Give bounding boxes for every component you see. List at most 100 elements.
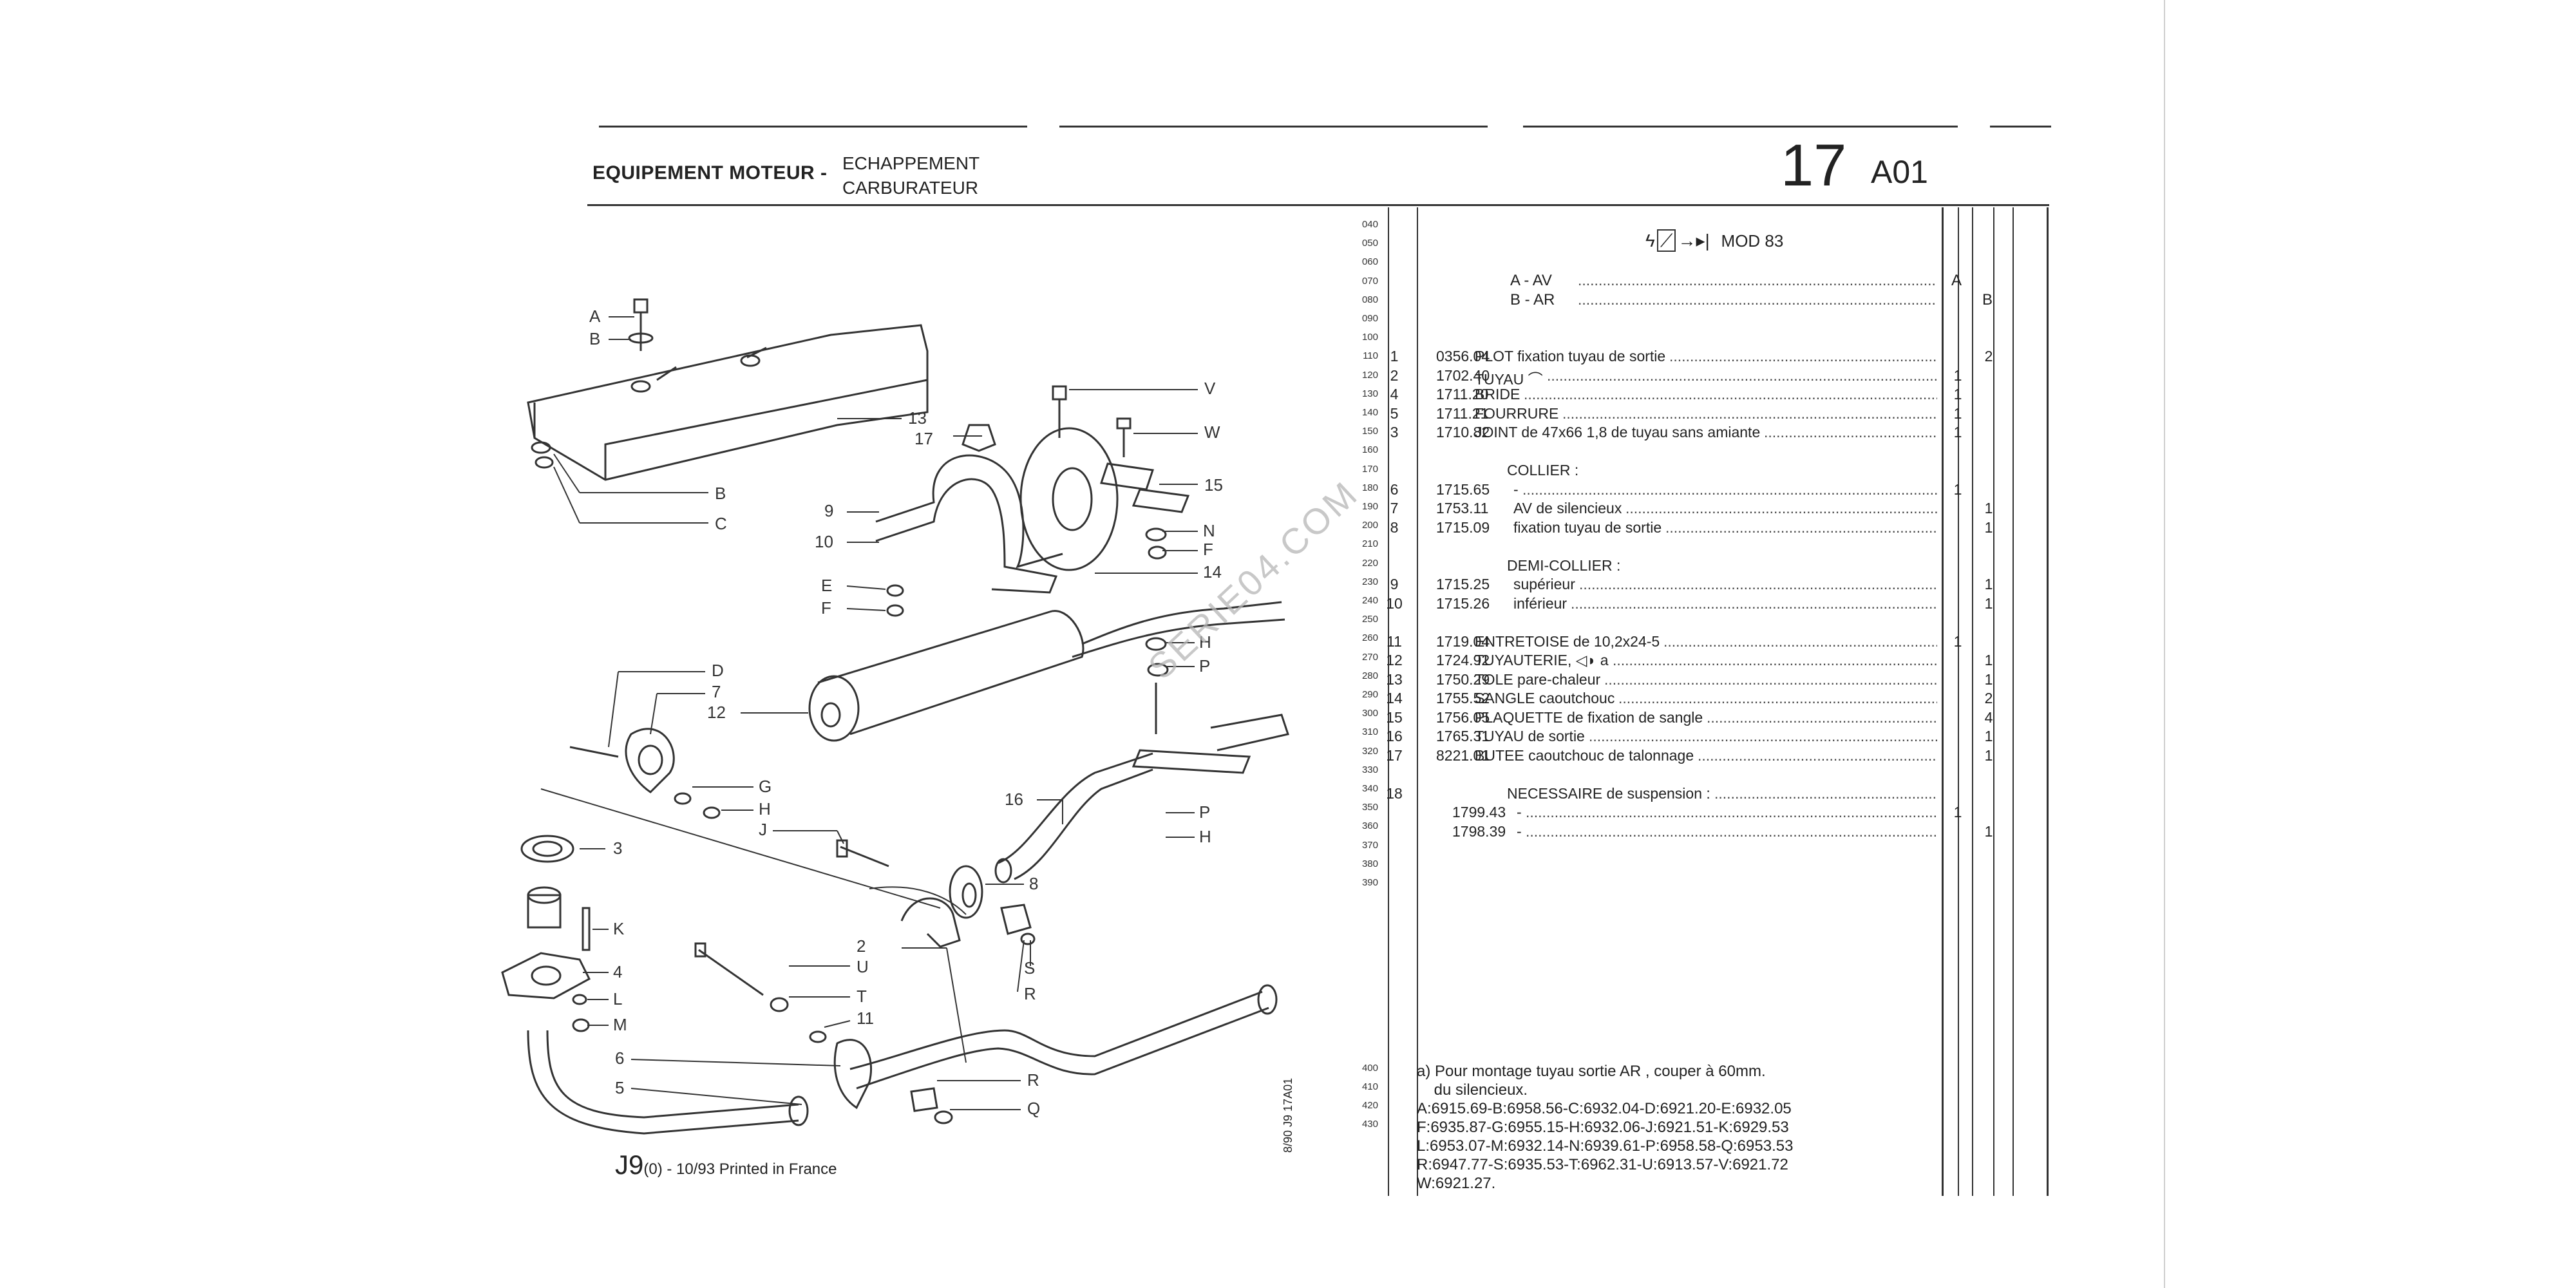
part-index: 18 [1386, 784, 1403, 802]
leader-dots: ........................................… [1571, 594, 1937, 612]
line-code: 040 [1361, 219, 1378, 230]
part-index: 3 [1390, 424, 1399, 440]
leader-dots: ........................................… [1579, 576, 1937, 592]
line-code: 100 [1361, 332, 1378, 343]
part-index: 1 [1390, 348, 1399, 365]
group-code: A01 [1871, 154, 1928, 190]
callout-e: E [821, 576, 832, 595]
line-code: 400 [1361, 1063, 1378, 1074]
part-description: ENTRETOISE de 10,2x24-5 [1475, 632, 1660, 650]
nut-bolt-references: A:6915.69-B:6958.56-C:6932.04-D:6921.20-… [1417, 1100, 1792, 1117]
nut-bolt-references: W:6921.27. [1417, 1175, 1496, 1192]
footer-model: J9 [615, 1150, 644, 1180]
callout-h: H [1199, 827, 1211, 846]
line-code: 200 [1361, 520, 1378, 531]
leader-dots: ........................................… [1618, 690, 1937, 706]
part-index: 4 [1390, 386, 1399, 402]
part-index: 13 [1386, 670, 1403, 688]
part-description: - [1517, 822, 1522, 840]
line-code: 140 [1361, 407, 1378, 418]
part-index: 12 [1386, 652, 1403, 668]
part-description: SANGLE caoutchouc [1475, 690, 1615, 706]
callout-u: U [857, 957, 869, 976]
line-code: 380 [1361, 858, 1378, 869]
line-code: 310 [1361, 726, 1378, 738]
part-reference: 0356.04 [1436, 348, 1490, 365]
leader-dots: ........................................… [1547, 366, 1937, 384]
part-reference: 1753.11 [1436, 500, 1489, 516]
callout-c: C [715, 514, 727, 533]
callout-a: A [589, 307, 601, 326]
nut-bolt-references: F:6935.87-G:6955.15-H:6932.06-J:6921.51-… [1417, 1119, 1789, 1136]
line-code: 060 [1361, 256, 1378, 268]
part-index: 11 [1387, 632, 1402, 650]
callout-j: J [759, 820, 767, 839]
part-index: 10 [1386, 594, 1403, 612]
line-code: 120 [1361, 369, 1378, 381]
line-code: 430 [1361, 1119, 1378, 1130]
line-code: 370 [1361, 839, 1378, 851]
qty-col-b: 1 [1984, 500, 1993, 516]
leader-dots: ........................................… [1698, 746, 1937, 764]
leader-dots: ........................................… [1613, 652, 1937, 668]
variant-a-dots: ........................................… [1578, 272, 1937, 289]
line-code: 080 [1361, 294, 1378, 305]
line-code: 170 [1361, 463, 1378, 475]
callout-13: 13 [908, 408, 927, 428]
callout-r: R [1027, 1070, 1039, 1090]
note-text: a) Pour montage tuyau sortie AR , couper… [1417, 1063, 1766, 1080]
callout-h: H [1199, 632, 1211, 652]
part-description: PLOT fixation tuyau de sortie [1475, 348, 1666, 365]
line-code: 360 [1361, 820, 1378, 832]
part-reference: 1702.40 [1436, 366, 1490, 384]
part-description: JOINT de 47x66 1,8 de tuyau sans amiante [1475, 424, 1761, 440]
leader-dots: ........................................… [1562, 404, 1937, 422]
leader-dots: ........................................… [1524, 386, 1937, 402]
footer-suffix: (0) - 10/93 Printed in France [643, 1160, 837, 1178]
part-index: 9 [1390, 576, 1399, 592]
qty-col-b: 1 [1984, 594, 1993, 612]
parts-group-heading: DEMI-COLLIER : [1507, 556, 1621, 574]
qty-col-b: 1 [1984, 728, 1993, 744]
part-index: 7 [1390, 500, 1399, 516]
line-code: 260 [1361, 632, 1378, 644]
line-code: 110 [1363, 350, 1378, 362]
note-text: du silencieux. [1417, 1081, 1528, 1099]
part-description: TUYAU de sortie [1475, 728, 1585, 744]
leader-dots: ........................................… [1669, 348, 1937, 365]
leader-dots: ........................................… [1625, 500, 1937, 516]
qty-col-b: 1 [1984, 670, 1993, 688]
part-description: PLAQUETTE de fixation de sangle [1475, 708, 1703, 726]
leader-dots: ........................................… [1604, 670, 1937, 688]
callout-v: V [1204, 379, 1216, 398]
line-code: 250 [1361, 614, 1378, 625]
part-description: - [1517, 804, 1522, 820]
part-reference: 1799.43 [1452, 804, 1506, 820]
part-description: AV de silencieux [1513, 500, 1622, 516]
callout-14: 14 [1203, 562, 1222, 582]
qty-col-b: 1 [1984, 822, 1993, 840]
part-reference: 8221.01 [1436, 746, 1490, 764]
leader-dots: ........................................… [1526, 822, 1937, 840]
callout-b: B [589, 329, 600, 348]
callout-6: 6 [615, 1048, 624, 1068]
line-code: 160 [1361, 444, 1378, 456]
part-description: FOURRURE [1475, 404, 1559, 422]
group-number: 17 [1781, 133, 1847, 198]
qty-col-a: 1 [1953, 424, 1962, 440]
callout-n: N [1203, 521, 1215, 540]
leader-dots: ........................................… [1707, 708, 1937, 726]
callout-9: 9 [824, 501, 833, 520]
line-code: 180 [1361, 482, 1378, 493]
line-code: 280 [1361, 670, 1378, 681]
callout-10: 10 [815, 532, 833, 551]
variant-b-label: B - AR [1510, 291, 1555, 308]
part-reference: 1715.65 [1436, 480, 1490, 498]
qty-col-a: 1 [1953, 366, 1962, 384]
parts-group-heading: COLLIER : [1507, 462, 1579, 478]
line-code: 230 [1361, 576, 1378, 587]
part-reference: 1711.20 [1436, 386, 1489, 402]
callout-l: L [613, 989, 622, 1009]
qty-col-b: 2 [1984, 690, 1993, 706]
callout-4: 4 [613, 962, 622, 981]
